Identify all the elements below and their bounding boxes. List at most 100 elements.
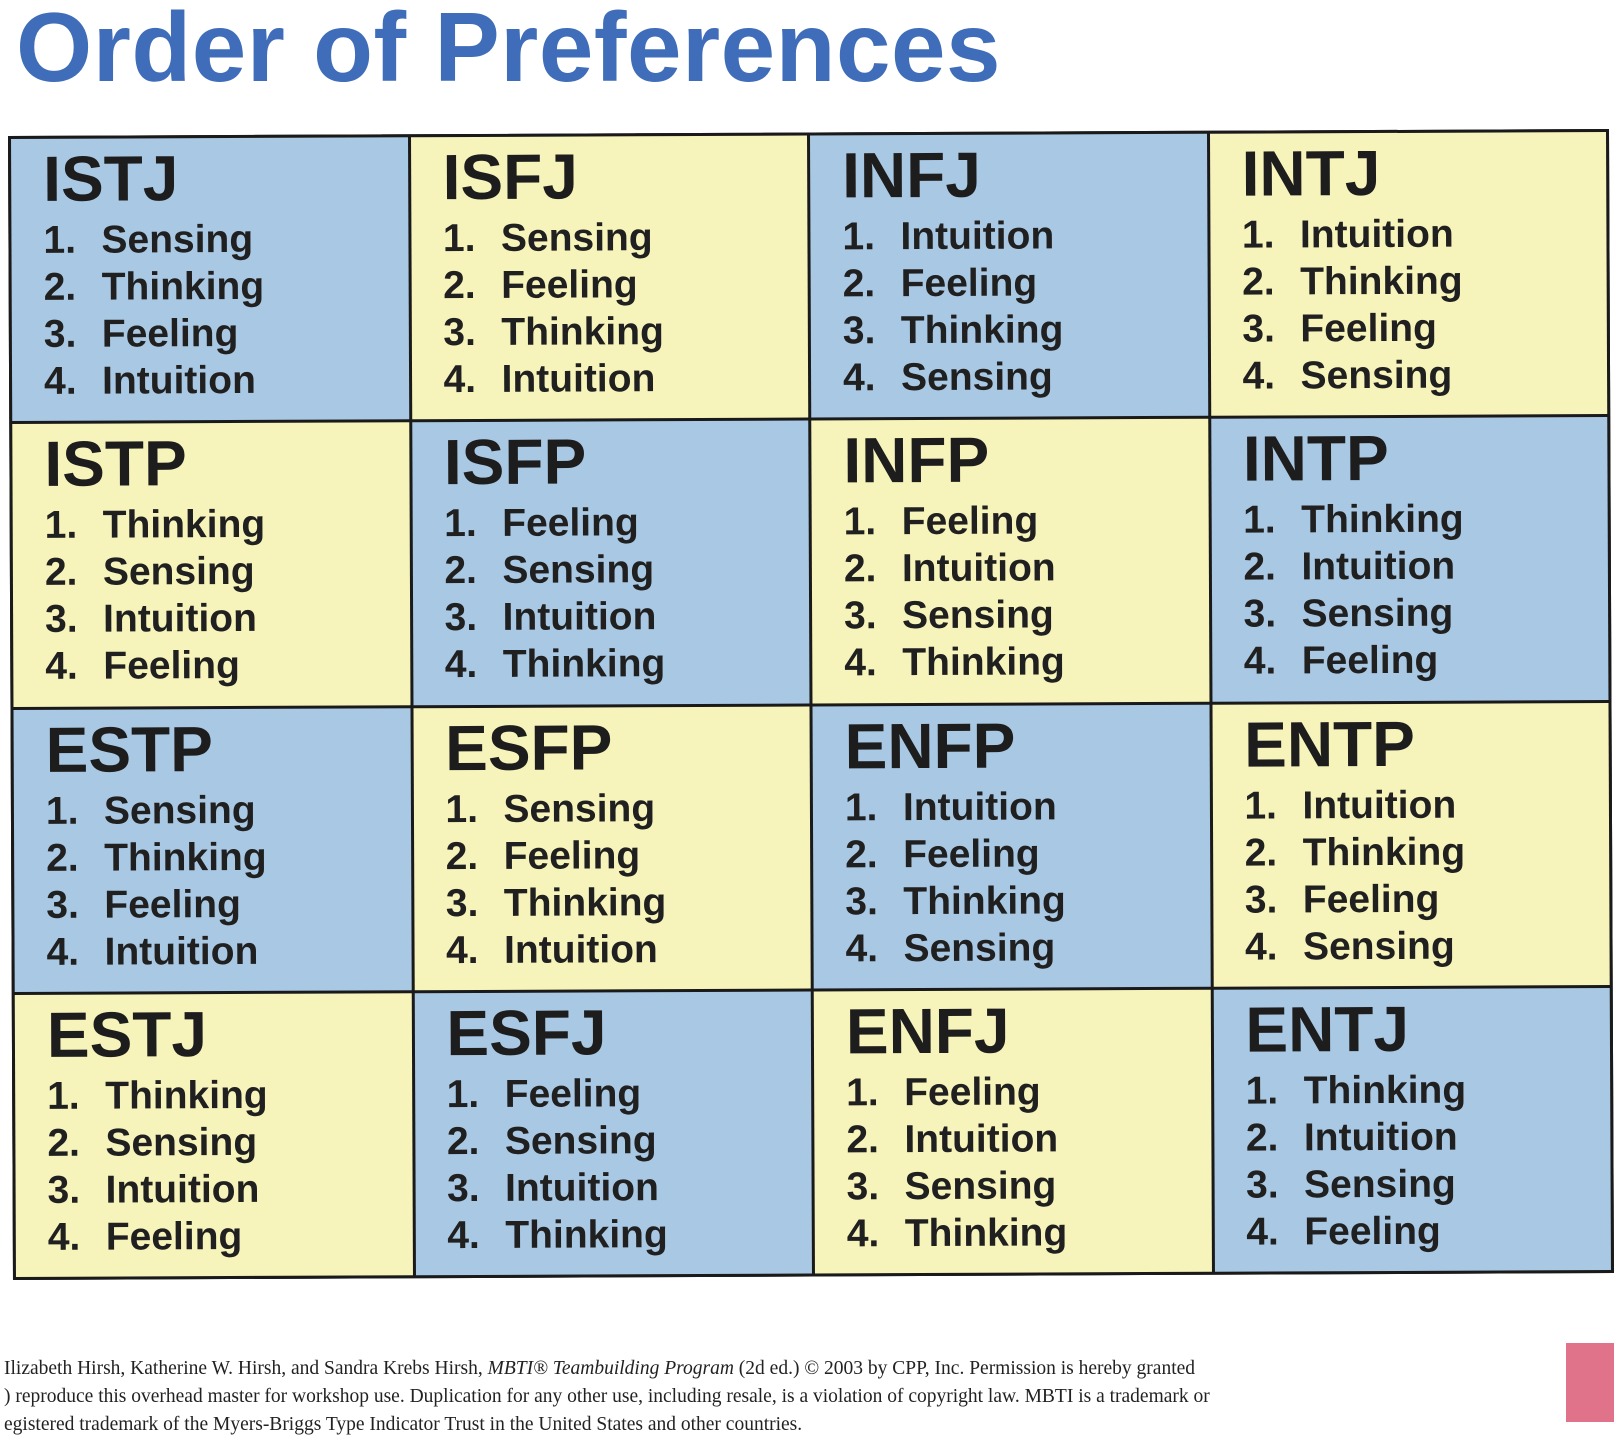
preference-rank: 1. xyxy=(444,502,477,546)
preference-function: Feeling xyxy=(903,832,1040,876)
preference-item: 2.Sensing xyxy=(47,1118,402,1167)
preference-item: 1.Intuition xyxy=(842,212,1197,261)
preference-rank: 1. xyxy=(1245,1069,1279,1113)
preference-item: 2.Intuition xyxy=(844,544,1199,593)
type-name: ENFP xyxy=(844,709,1016,782)
preference-function: Intuition xyxy=(902,784,1057,829)
preference-item: 3.Sensing xyxy=(846,1162,1201,1211)
preference-rank: 2. xyxy=(846,1117,880,1162)
preference-function: Thinking xyxy=(105,1073,268,1118)
copyright-text-end: (2d ed.) © 2003 by CPP, Inc. Permission … xyxy=(4,1358,1210,1435)
preference-item: 2.Thinking xyxy=(1242,257,1597,306)
preference-function: Sensing xyxy=(504,1118,657,1163)
preference-item: 3.Feeling xyxy=(1242,304,1597,353)
preference-function: Sensing xyxy=(103,788,256,833)
preference-rank: 4. xyxy=(1243,639,1277,683)
preference-function: Intuition xyxy=(101,358,256,403)
preference-item: 4.Sensing xyxy=(843,353,1198,402)
preference-item: 3.Thinking xyxy=(845,876,1200,925)
preference-item: 4.Feeling xyxy=(1246,1207,1601,1256)
preference-function: Feeling xyxy=(1301,639,1439,683)
preference-rank: 4. xyxy=(47,1215,81,1259)
preference-item: 3.Thinking xyxy=(443,308,798,357)
preference-rank: 3. xyxy=(1242,307,1275,351)
preference-function: Sensing xyxy=(903,925,1056,970)
preference-item: 3.Feeling xyxy=(1245,875,1600,924)
preference-function: Sensing xyxy=(101,217,254,262)
preference-function: Sensing xyxy=(900,355,1053,400)
type-name: INFP xyxy=(843,423,990,497)
preference-item: 3.Thinking xyxy=(843,306,1198,355)
preference-item: 2.Intuition xyxy=(846,1115,1201,1164)
preference-item: 4.Intuition xyxy=(446,925,801,974)
preference-function: Sensing xyxy=(102,550,255,594)
preference-function: Intuition xyxy=(1303,1115,1458,1160)
preference-item: 1.Intuition xyxy=(1242,210,1597,259)
preference-rank: 2. xyxy=(1243,545,1277,589)
preference-function: Feeling xyxy=(105,1214,243,1259)
preference-rank: 1. xyxy=(442,216,476,261)
preference-function: Sensing xyxy=(1303,1162,1456,1207)
preference-item: 2.Feeling xyxy=(443,261,798,310)
preference-item: 1.Thinking xyxy=(45,501,400,550)
preference-rank: 1. xyxy=(1243,498,1276,542)
preference-rank: 4. xyxy=(447,1213,480,1257)
type-name: ISFJ xyxy=(442,140,578,214)
type-name: ISTJ xyxy=(43,142,179,215)
preference-item: 2.Feeling xyxy=(843,259,1198,308)
type-name: INFJ xyxy=(842,138,982,212)
preference-rank: 2. xyxy=(842,262,876,306)
preference-rank: 3. xyxy=(45,597,78,642)
preference-item: 4.Feeling xyxy=(45,642,400,691)
preference-function: Feeling xyxy=(104,882,241,927)
type-name: ESFP xyxy=(445,710,613,784)
preference-function: Thinking xyxy=(900,308,1064,353)
preference-rank: 2. xyxy=(46,836,79,880)
preference-function: Intuition xyxy=(103,597,257,641)
type-name: ENFJ xyxy=(845,994,1010,1068)
preference-function: Feeling xyxy=(504,1071,642,1116)
preference-function: Intuition xyxy=(503,927,658,972)
preference-item: 2.Feeling xyxy=(446,831,801,880)
preference-function: Feeling xyxy=(503,833,641,878)
preference-item: 4.Thinking xyxy=(447,1210,802,1259)
preference-item: 4.Thinking xyxy=(844,638,1199,687)
preference-function: Thinking xyxy=(501,310,664,354)
type-name: ENTJ xyxy=(1245,992,1410,1066)
preference-item: 4. Feeling xyxy=(48,1212,403,1261)
type-name: ESFJ xyxy=(446,996,607,1069)
preference-function: Thinking xyxy=(104,835,267,880)
preference-function: Thinking xyxy=(1300,259,1463,304)
preference-rank: 1. xyxy=(1244,783,1278,828)
preference-function: Thinking xyxy=(1301,497,1464,542)
type-name: ISFP xyxy=(443,425,587,499)
preference-rank: 1. xyxy=(43,218,77,262)
preference-rank: 4. xyxy=(845,926,879,970)
preference-rank: 1. xyxy=(844,785,878,829)
preference-rank: 3. xyxy=(447,1166,480,1210)
preference-function: Intuition xyxy=(901,546,1056,591)
preference-rank: 4. xyxy=(846,1211,880,1256)
preference-item: 1.Sensing xyxy=(445,784,800,833)
preference-item: 1.Intuition xyxy=(1244,781,1599,830)
preference-rank: 3. xyxy=(444,596,478,640)
